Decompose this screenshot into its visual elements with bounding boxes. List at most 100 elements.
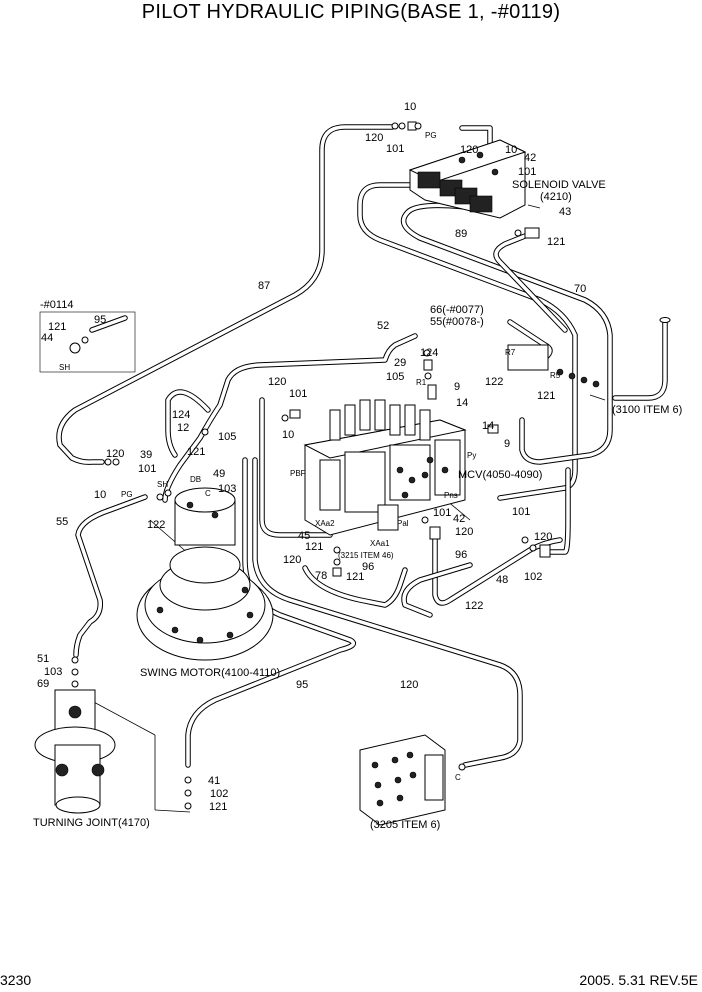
part-number-label: 121 (305, 541, 323, 553)
hose-52 (162, 333, 418, 503)
turning-joint (34, 689, 116, 814)
part-number-label: 95 (296, 679, 308, 691)
part-number-label: 120 (534, 531, 552, 543)
part-number-label: 101 (289, 388, 307, 400)
part-number-label: 87 (258, 280, 270, 292)
solenoid-valve (408, 139, 527, 219)
manifold-3205 (359, 734, 446, 826)
drain-pipe-3100 (612, 317, 671, 401)
hose-89 (357, 125, 578, 501)
revision-info: 2005. 5.31 REV.5E (579, 972, 698, 988)
label-serial-66: 66(-#0077) (430, 304, 484, 316)
port-label: Pns (444, 491, 458, 500)
part-number-label: 70 (574, 283, 586, 295)
fittings (69, 121, 600, 810)
part-number-label: 120 (283, 554, 301, 566)
label-serial-55: 55(#0078-) (430, 316, 484, 328)
part-number-label: 39 (140, 449, 152, 461)
port-label: PG (425, 131, 437, 140)
part-number-label: 44 (41, 332, 53, 344)
part-number-label: 120 (365, 132, 383, 144)
hose-70 (400, 202, 613, 465)
part-number-label: 102 (524, 571, 542, 583)
part-number-label: 10 (282, 429, 294, 441)
part-number-label: 120 (460, 144, 478, 156)
port-label: Py (467, 451, 476, 460)
hose-95-detail (89, 315, 128, 333)
part-number-label: 69 (37, 678, 49, 690)
part-number-label: 43 (559, 206, 571, 218)
hose-121-lower (302, 565, 408, 608)
part-number-label: 103 (218, 483, 236, 495)
hose-87 (56, 124, 395, 465)
part-number-label: 55 (56, 516, 68, 528)
page-number: 3230 (0, 972, 32, 988)
part-number-label: 14 (456, 397, 468, 409)
label-turning-joint: TURNING JOINT(4170) (33, 817, 150, 829)
part-number-label: 122 (147, 519, 165, 531)
port-label: R5 (550, 371, 561, 380)
part-number-label: 10 (505, 144, 517, 156)
label-item-3100: (3100 ITEM 6) (612, 404, 682, 416)
part-number-label: 95 (94, 314, 106, 326)
part-number-label: 52 (377, 320, 389, 332)
label-swing-motor: SWING MOTOR(4100-4110) (140, 667, 280, 679)
port-label: SH (59, 363, 70, 372)
part-number-label: 42 (524, 152, 536, 164)
part-number-label: 103 (44, 666, 62, 678)
label-item-3205: (3205 ITEM 6) (370, 819, 440, 831)
part-number-label: 10 (404, 101, 416, 113)
part-number-label: 101 (512, 506, 530, 518)
part-number-label: 9 (504, 438, 510, 450)
part-number-label: 102 (210, 788, 228, 800)
part-number-label: 101 (138, 463, 156, 475)
port-label: C (455, 773, 461, 782)
label-mcv: MCV(4050-4090) (458, 469, 542, 481)
part-number-label: 121 (547, 236, 565, 248)
part-number-label: 29 (394, 357, 406, 369)
part-number-label: 121 (187, 446, 205, 458)
part-number-label: 124 (172, 409, 190, 421)
main-control-valve (303, 399, 467, 536)
page-title: PILOT HYDRAULIC PIPING(BASE 1, -#0119) (141, 1, 561, 23)
part-number-label: 49 (213, 468, 225, 480)
part-number-label: 122 (465, 600, 483, 612)
part-number-label: 120 (268, 376, 286, 388)
part-number-label: 78 (315, 570, 327, 582)
part-number-label: 48 (496, 574, 508, 586)
part-number-label: 120 (455, 526, 473, 538)
part-number-label: 120 (106, 448, 124, 460)
part-number-label: 121 (48, 321, 66, 333)
part-number-label: 89 (455, 228, 467, 240)
swing-motor (136, 487, 274, 661)
label-item-3215: (3215 ITEM 46) (338, 551, 394, 560)
port-label: DB (190, 475, 201, 484)
port-label: XAa2 (315, 519, 335, 528)
port-label: XAa1 (370, 539, 390, 548)
part-number-label: 14 (482, 420, 494, 432)
port-label: R7 (505, 348, 516, 357)
part-number-label: 12 (177, 422, 189, 434)
part-number-label: 41 (208, 775, 220, 787)
label-solenoid-valve: SOLENOID VALVE (512, 179, 606, 191)
part-number-label: 96 (455, 549, 467, 561)
part-number-label: 121 (537, 390, 555, 402)
part-number-label: 45 (298, 530, 310, 542)
part-number-label: 51 (37, 653, 49, 665)
part-number-label: 122 (485, 376, 503, 388)
part-number-label: 10 (94, 489, 106, 501)
hose-55 (73, 494, 148, 658)
hose-124 (165, 389, 211, 458)
label-solenoid-valve-ref: (4210) (540, 191, 572, 203)
leader-lines (39, 204, 606, 813)
part-number-label: 121 (209, 801, 227, 813)
port-label: C (205, 489, 211, 498)
part-number-label: 121 (346, 571, 364, 583)
port-label: PBF (290, 469, 306, 478)
hose-121-right (493, 233, 568, 333)
port-label: R1 (416, 378, 427, 387)
part-number-label: 42 (453, 513, 465, 525)
